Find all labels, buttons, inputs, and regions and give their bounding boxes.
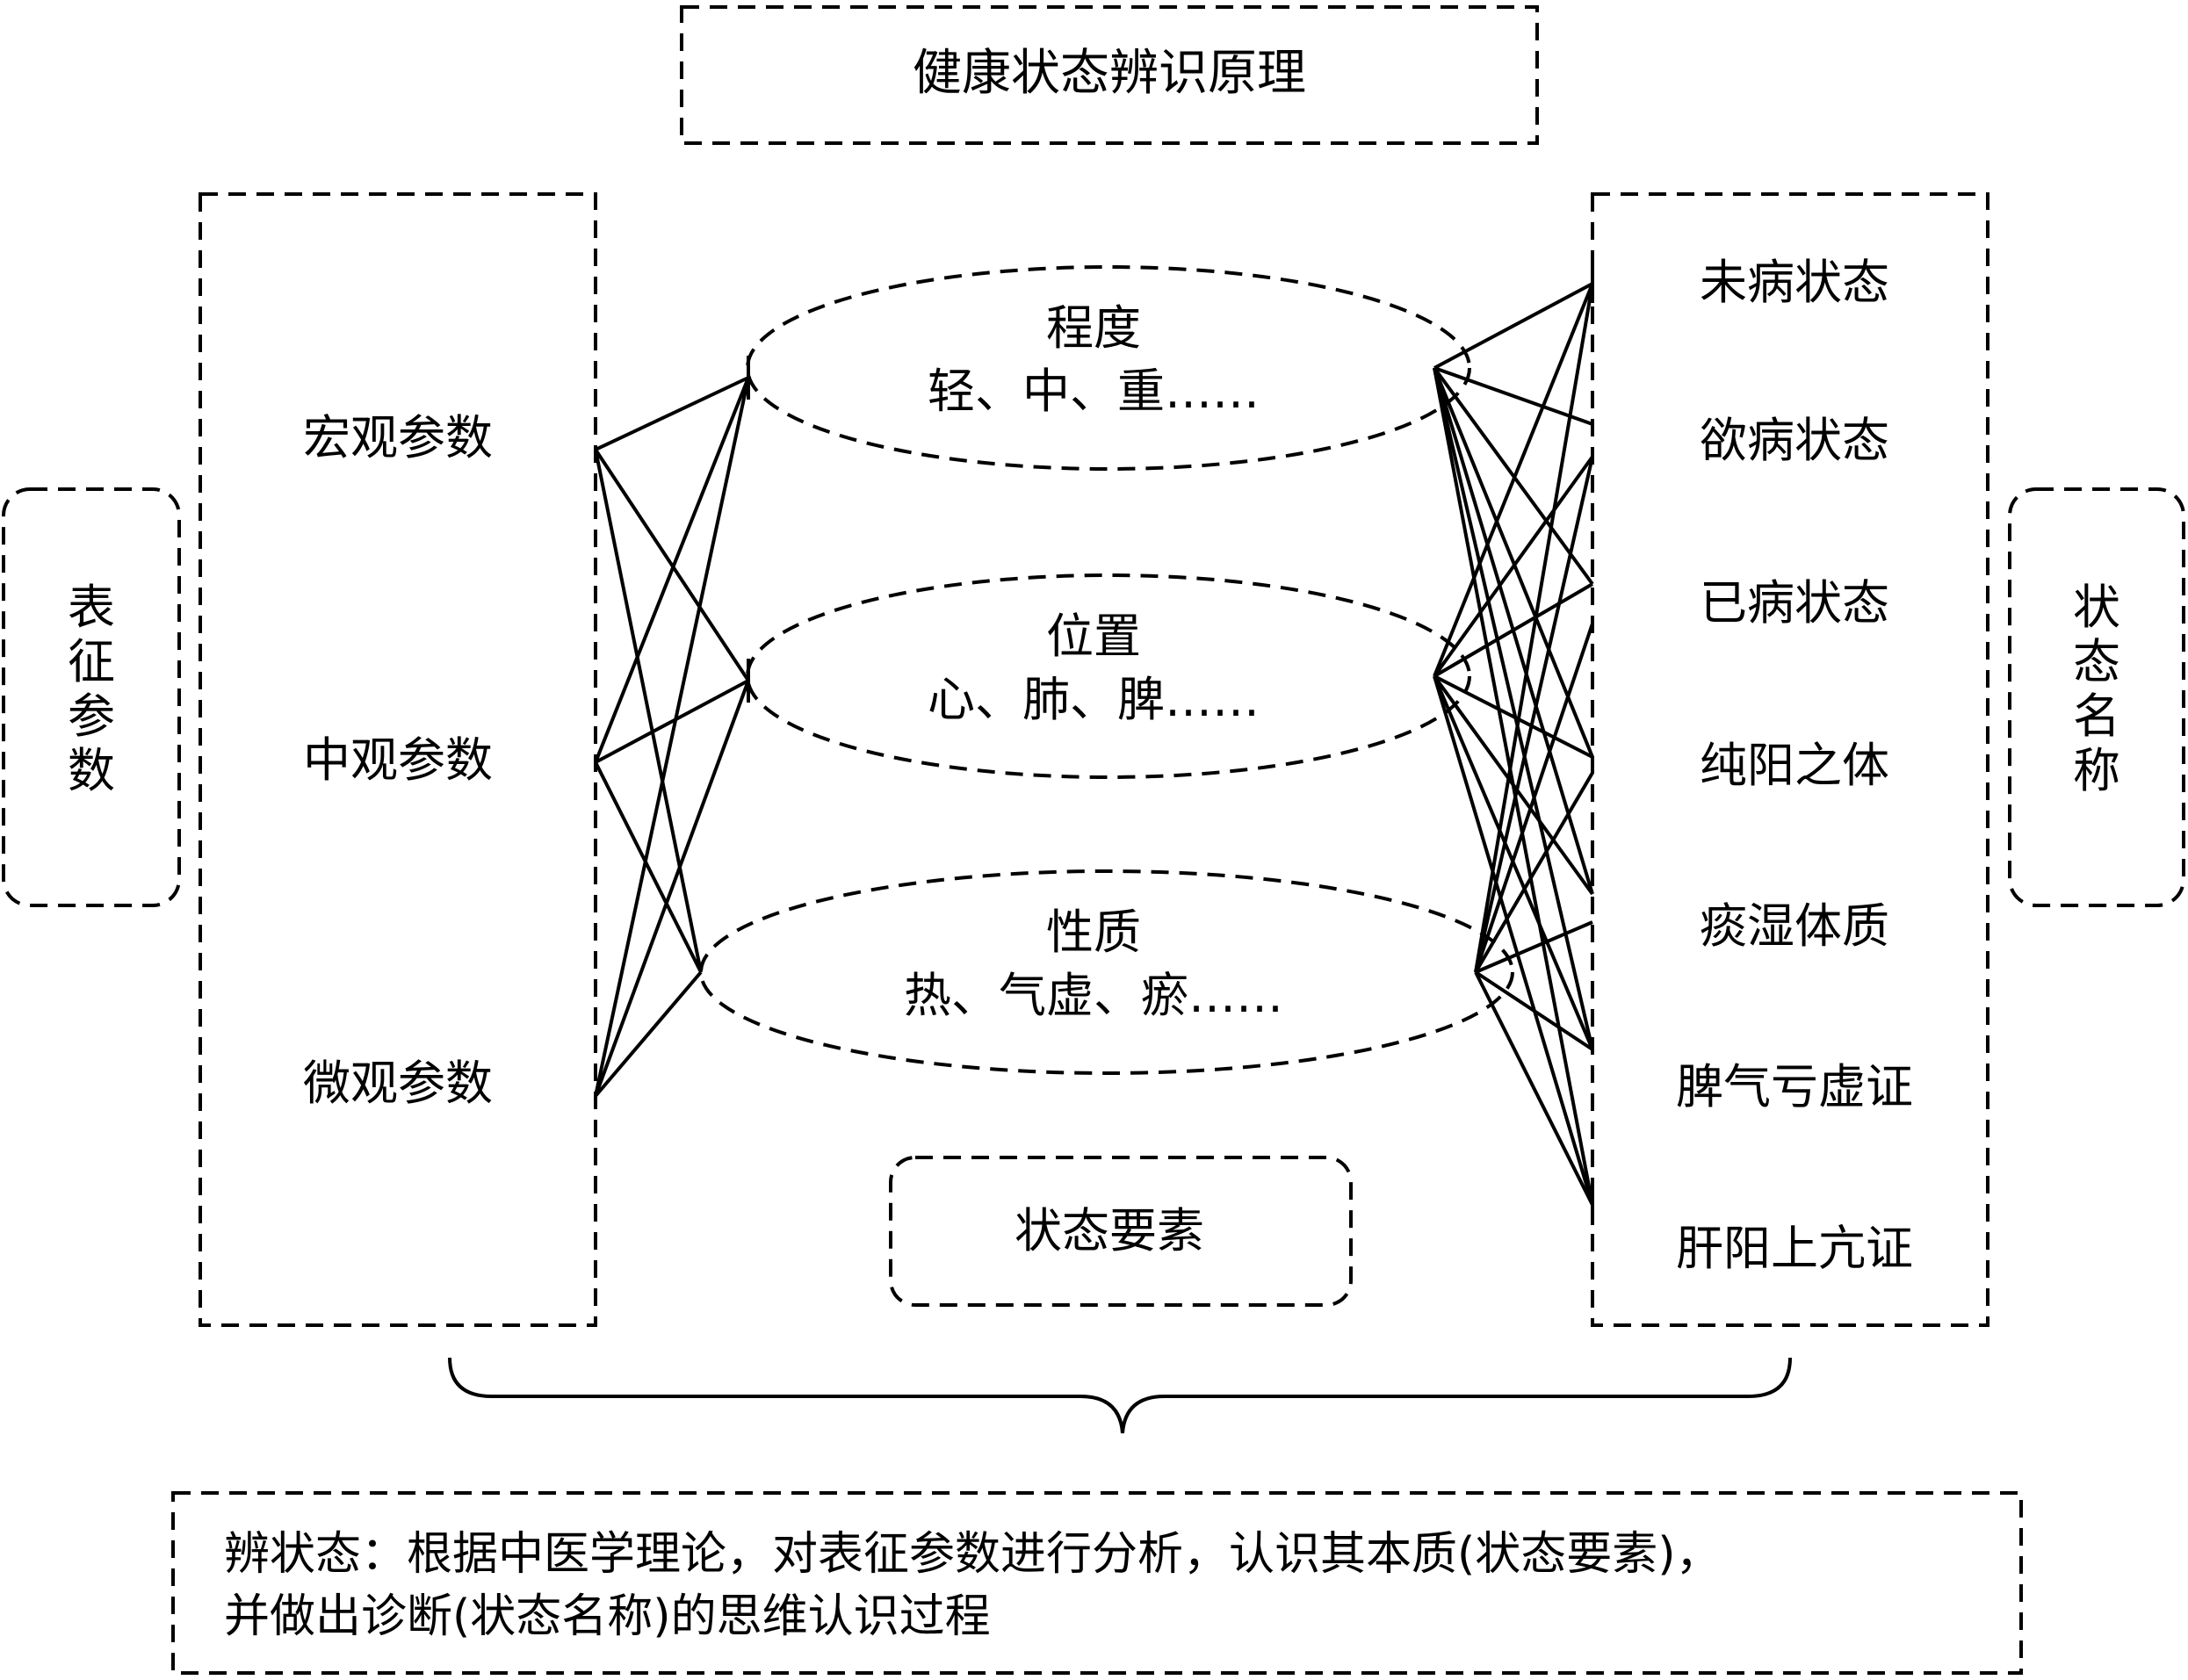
connection-line bbox=[1474, 971, 1594, 1206]
connection-line bbox=[594, 970, 703, 1098]
connection-line bbox=[1433, 367, 1594, 758]
state-name-3: 已病状态 bbox=[1700, 575, 1889, 631]
right-label-char-1: 状 bbox=[2073, 580, 2120, 635]
element-nature-name: 性质 bbox=[1046, 905, 1141, 960]
connection-line bbox=[1433, 455, 1594, 678]
right-side-label-box: 状 态 名 称 bbox=[2008, 487, 2185, 907]
param-micro: 微观参数 bbox=[303, 1056, 493, 1111]
definition-box: 辨状态：根据中医学理论，对表征参数进行分析，认识其本质(状态要素)， 并做出诊断… bbox=[171, 1491, 2023, 1675]
connection-line bbox=[594, 448, 750, 682]
connection-line bbox=[1433, 367, 1594, 1050]
definition-line-1: 辨状态：根据中医学理论，对表征参数进行分析，认识其本质(状态要素)， bbox=[224, 1528, 1722, 1581]
connection-line bbox=[1433, 366, 1593, 426]
connection-line bbox=[1433, 674, 1594, 896]
state-name-7: 肝阳上亢证 bbox=[1676, 1221, 1913, 1276]
connection-line bbox=[1475, 920, 1593, 974]
element-position-examples: 心、肺、脾…… bbox=[928, 672, 1260, 727]
connection-line bbox=[1433, 283, 1594, 677]
definition-line-2: 并做出诊断(状态名称)的思维认识过程 bbox=[224, 1590, 991, 1643]
connections-parameters-elements bbox=[594, 356, 750, 1098]
right-label-char-3: 名 bbox=[2073, 689, 2120, 744]
left-label-char-1: 表 bbox=[68, 580, 115, 635]
connection-line bbox=[1433, 282, 1593, 370]
left-side-label-box: 表 征 参 数 bbox=[2, 487, 181, 907]
element-degree-examples: 轻、中、重…… bbox=[928, 364, 1260, 419]
state-name-2: 欲病状态 bbox=[1700, 413, 1889, 468]
curly-brace bbox=[448, 1357, 1792, 1434]
connection-line bbox=[594, 761, 703, 973]
connection-line bbox=[1474, 623, 1594, 973]
connection-line bbox=[1474, 456, 1594, 973]
element-nature-examples: 热、气虚、瘀…… bbox=[904, 968, 1283, 1023]
state-name-1: 未病状态 bbox=[1700, 255, 1889, 310]
left-label-char-4: 数 bbox=[68, 743, 115, 798]
element-position: 位置 心、肺、脾…… bbox=[746, 573, 1471, 779]
connection-line bbox=[1474, 771, 1594, 974]
param-meso: 中观参数 bbox=[303, 732, 493, 788]
element-position-name: 位置 bbox=[1046, 609, 1141, 664]
right-label-char-4: 称 bbox=[2073, 743, 2120, 798]
connection-line bbox=[594, 449, 703, 973]
parameters-box: 宏观参数 中观参数 微观参数 bbox=[199, 192, 597, 1327]
connection-line bbox=[1433, 674, 1593, 759]
state-name-6: 脾气亏虚证 bbox=[1676, 1059, 1913, 1114]
connection-line bbox=[594, 680, 750, 1097]
connection-line bbox=[595, 679, 749, 764]
connection-line bbox=[594, 377, 750, 1097]
element-nature: 性质 热、气虚、瘀…… bbox=[699, 869, 1514, 1075]
left-label-char-3: 参 bbox=[68, 689, 115, 744]
state-names-box: 未病状态 欲病状态 已病状态 纯阳之体 痰湿体质 脾气亏虚证 肝阳上亢证 bbox=[1591, 192, 1989, 1327]
elements-label-box: 状态要素 bbox=[889, 1156, 1353, 1307]
connection-line bbox=[594, 377, 750, 763]
state-name-4: 纯阳之体 bbox=[1700, 738, 1889, 793]
right-label-char-2: 态 bbox=[2073, 634, 2120, 689]
param-macro: 宏观参数 bbox=[303, 410, 493, 465]
connection-line bbox=[1474, 283, 1594, 973]
connections-elements-states bbox=[1433, 263, 1594, 1225]
title-box: 健康状态辨识原理 bbox=[680, 5, 1539, 145]
connection-line bbox=[1474, 970, 1594, 1051]
element-degree: 程度 轻、中、重…… bbox=[746, 265, 1471, 471]
title-text: 健康状态辨识原理 bbox=[913, 45, 1306, 102]
connection-line bbox=[1433, 675, 1594, 1206]
connection-line bbox=[595, 376, 749, 451]
connection-line bbox=[1433, 582, 1594, 678]
element-degree-name: 程度 bbox=[1046, 300, 1141, 356]
elements-label-text: 状态要素 bbox=[1015, 1203, 1204, 1258]
state-name-5: 痰湿体质 bbox=[1700, 898, 1889, 954]
left-label-char-2: 征 bbox=[68, 634, 115, 689]
